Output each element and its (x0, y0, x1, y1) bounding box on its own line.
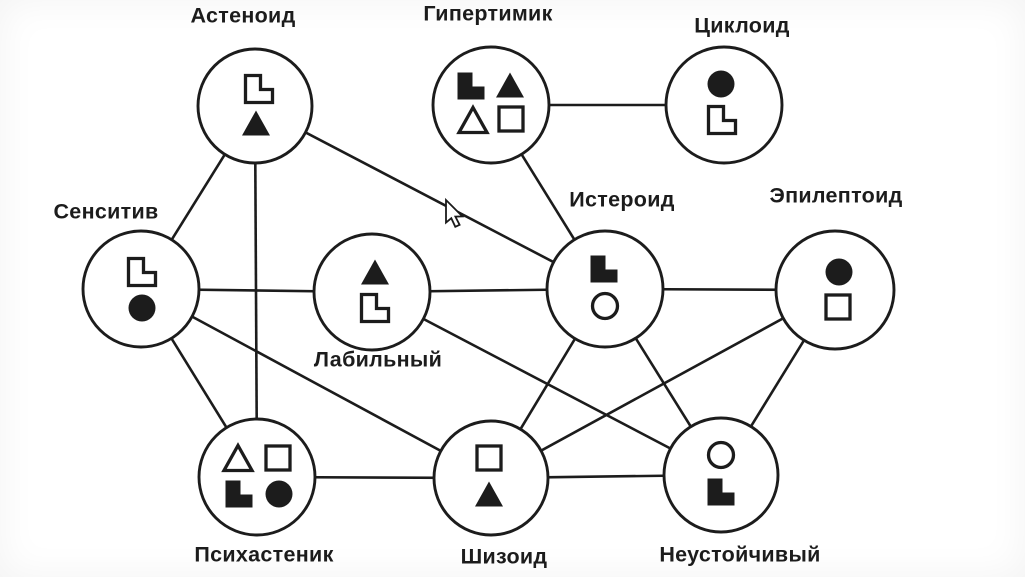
node-astenoid (196, 47, 314, 165)
triangle-outline-icon (221, 442, 255, 473)
l-outline-icon (243, 73, 275, 105)
triangle-filled-icon (475, 481, 503, 507)
l-outline-icon (359, 292, 391, 324)
l-filled-icon (590, 255, 618, 283)
l-filled-icon (225, 480, 253, 508)
node-circle-shizoid (432, 419, 550, 537)
node-cikloid (664, 45, 784, 165)
edge-shizoid-epileptoid (490, 288, 836, 480)
node-label-cikloid: Циклоид (694, 14, 789, 38)
circle-filled-icon (128, 294, 156, 322)
edge-astenoid-isteroid (254, 104, 606, 291)
node-circle-isteroid (545, 229, 665, 349)
node-gipertimik (431, 45, 551, 165)
node-circle-astenoid (196, 47, 314, 165)
node-label-gipertimik: Гипертимик (423, 2, 552, 26)
node-psihastenik (197, 417, 317, 537)
node-circle-neustojchivyj (662, 416, 780, 534)
node-label-isteroid: Истероид (569, 188, 674, 212)
square-outline-icon (497, 105, 525, 133)
node-circle-psihastenik (197, 417, 317, 537)
node-label-astenoid: Астеноид (190, 4, 295, 28)
node-label-neustojchivyj: Неустойчивый (659, 543, 820, 567)
node-label-psihastenik: Психастеник (194, 543, 333, 567)
node-label-epileptoid: Эпилептоид (769, 184, 902, 208)
square-outline-icon (264, 444, 292, 472)
node-sensitiv (81, 229, 201, 349)
circle-filled-icon (707, 70, 735, 98)
circle-filled-icon (825, 258, 853, 286)
circle-filled-icon (265, 480, 293, 508)
node-circle-sensitiv (81, 229, 201, 349)
node-neustojchivyj (662, 416, 780, 534)
l-outline-icon (706, 104, 738, 136)
node-labilnyj (312, 232, 432, 352)
node-circle-labilnyj (312, 232, 432, 352)
triangle-outline-icon (456, 104, 490, 135)
node-label-sensitiv: Сенситив (53, 200, 158, 224)
triangle-filled-icon (496, 72, 524, 98)
edge-sensitiv-shizoid (140, 287, 492, 480)
node-label-shizoid: Шизоид (461, 545, 548, 569)
node-circle-epileptoid (774, 229, 896, 351)
square-outline-icon (475, 444, 503, 472)
mouse-cursor-icon (445, 197, 465, 228)
node-shizoid (432, 419, 550, 537)
circle-outline-icon (590, 291, 620, 321)
square-outline-icon (824, 293, 852, 321)
l-filled-icon (457, 72, 485, 100)
l-outline-icon (126, 256, 158, 288)
triangle-filled-icon (242, 110, 270, 136)
node-epileptoid (774, 229, 896, 351)
node-circle-gipertimik (431, 45, 551, 165)
l-filled-icon (707, 478, 735, 506)
node-isteroid (545, 229, 665, 349)
circle-outline-icon (706, 440, 736, 470)
node-label-labilnyj: Лабильный (314, 348, 442, 372)
triangle-filled-icon (361, 259, 389, 285)
